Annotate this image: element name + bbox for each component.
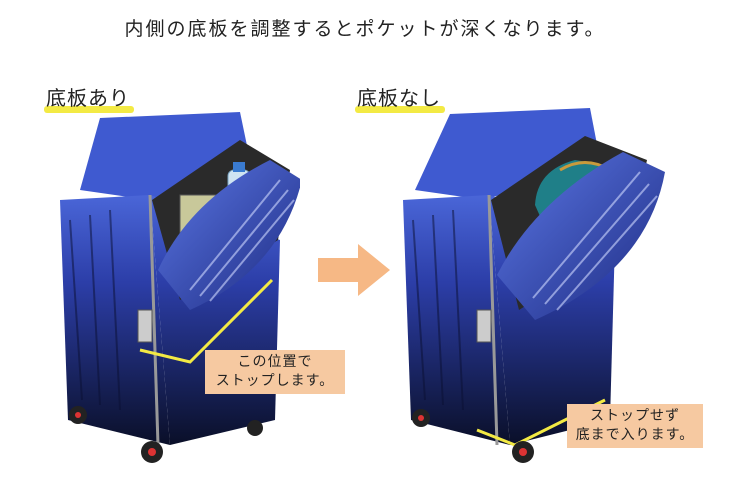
suitcase-with-board-photo	[60, 112, 300, 463]
arrow-right-icon	[318, 244, 390, 296]
callout-line: 底まで入ります。	[575, 427, 695, 443]
headline: 内側の底板を調整するとポケットが深くなります。	[124, 18, 606, 40]
callout-stops-here: この位置で ストップします。	[205, 350, 345, 394]
callout-line: ストップせず	[590, 408, 680, 424]
callout-reaches-bottom: ストップせず 底まで入ります。	[567, 404, 703, 448]
callout-line: この位置で	[237, 354, 313, 370]
label-without-board-text: 底板なし	[357, 86, 441, 110]
label-without-board: 底板なし	[355, 82, 445, 113]
label-with-board: 底板あり	[44, 82, 134, 113]
label-with-board-text: 底板あり	[46, 86, 130, 110]
callout-line: ストップします。	[215, 373, 335, 389]
suitcase-without-board-photo	[403, 108, 665, 463]
